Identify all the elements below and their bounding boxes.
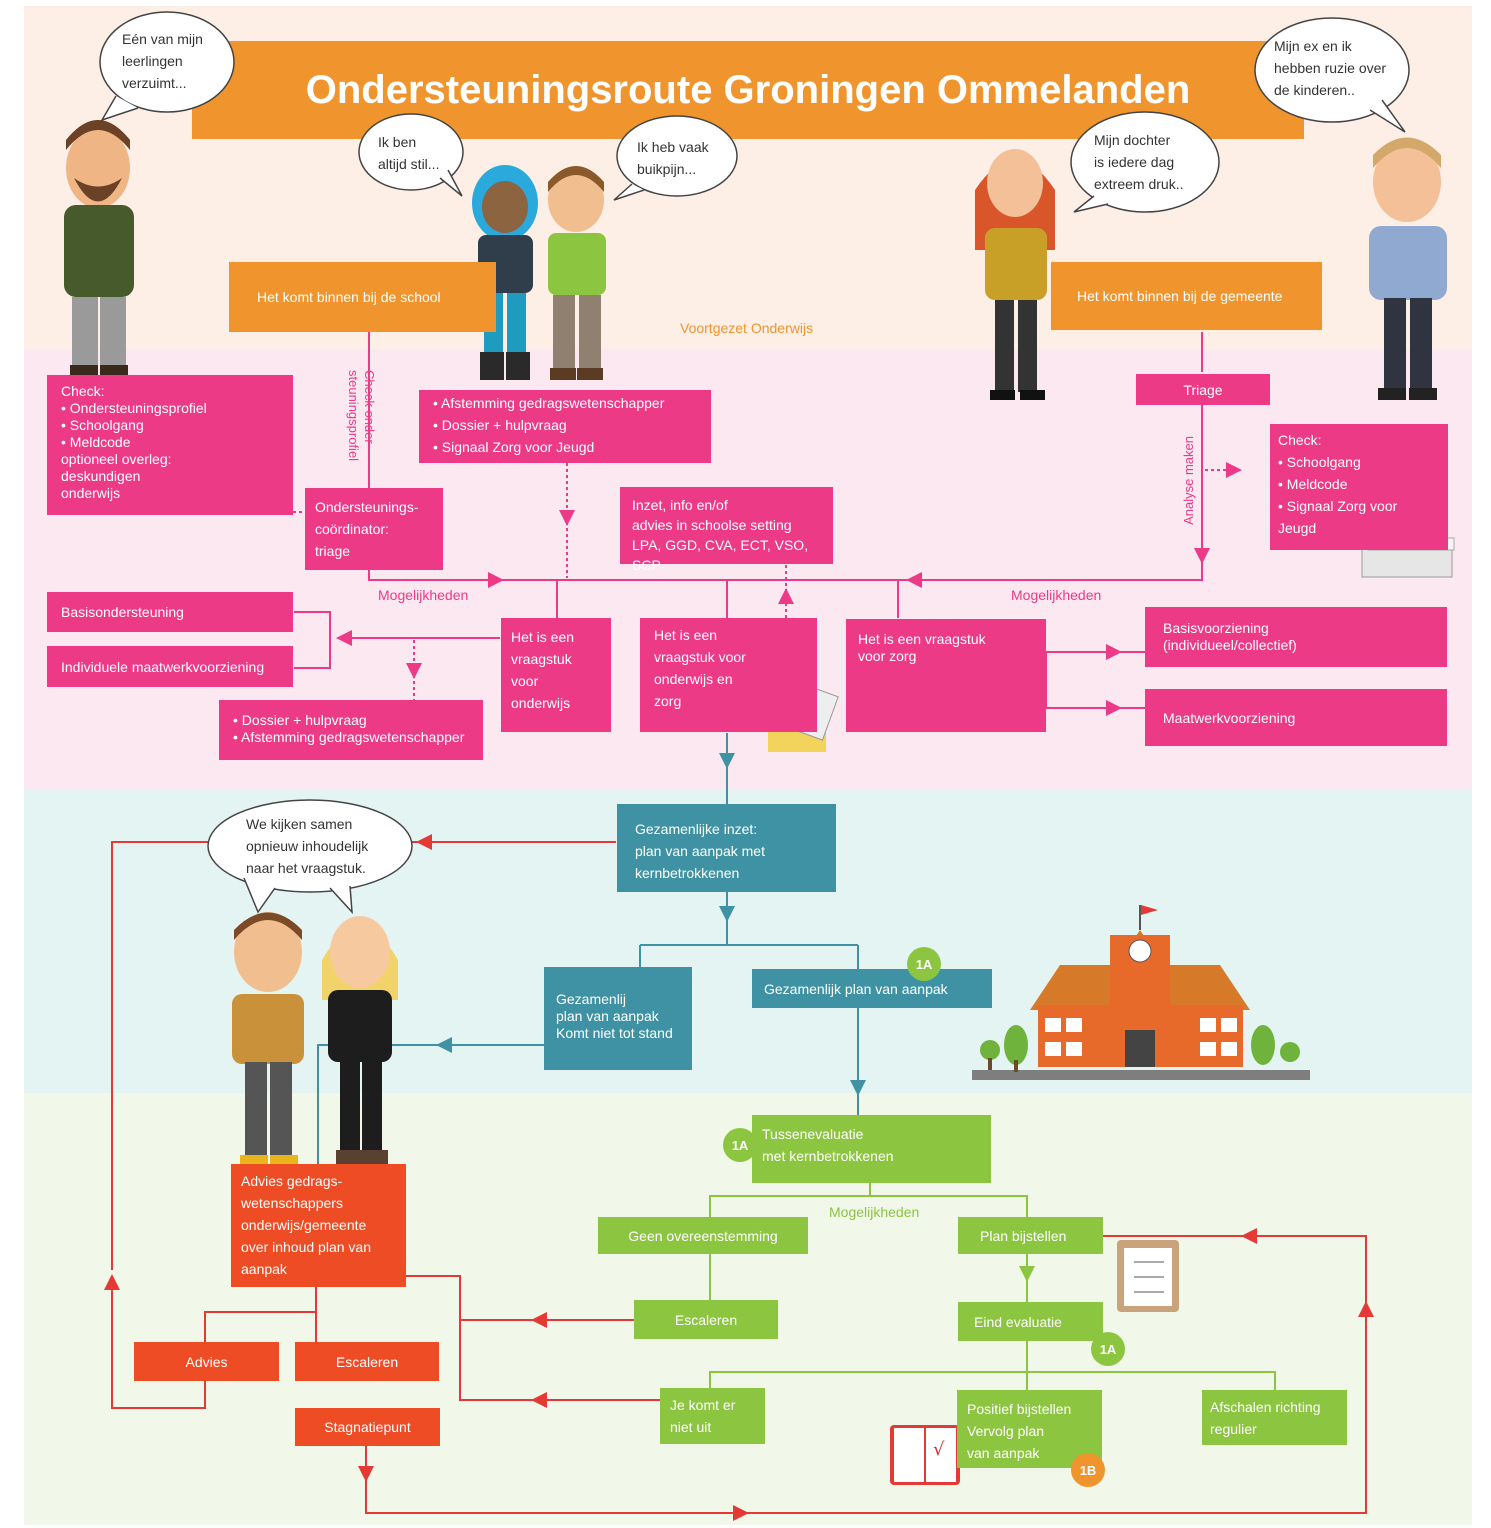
- check-school-box[interactable]: Check: • Ondersteuningsprofiel • Schoolg…: [47, 375, 293, 515]
- bubble-leerlingen: Eén van mijn leerlingen verzuimt...: [122, 31, 203, 91]
- mogelijkheden-left-label: Mogelijkheden: [378, 587, 469, 603]
- escaleren-red-box[interactable]: Escaleren: [295, 1342, 439, 1381]
- plan-bijstellen-box[interactable]: Plan bijstellen: [958, 1217, 1103, 1254]
- ondersteuningscoordinator-box[interactable]: Ondersteunings- coördinator: triage: [305, 488, 443, 570]
- mogelijkheden-green-label: Mogelijkheden: [829, 1204, 920, 1220]
- bubble-buikpijn: Ik heb vaak buikpijn...: [637, 139, 709, 177]
- advisers-figures: [232, 912, 398, 1169]
- triage-box[interactable]: Triage: [1136, 374, 1270, 405]
- bubble-samen: We kijken samen opnieuw inhoudelijk naar…: [246, 816, 369, 876]
- individuele-maatwerkvoorziening-box[interactable]: Individuele maatwerkvoorziening: [47, 646, 293, 687]
- check-gemeente-box[interactable]: Check: • Schoolgang • Meldcode • Signaal…: [1270, 424, 1448, 550]
- escaleren-green-box[interactable]: Escaleren: [634, 1300, 778, 1339]
- basisvoorziening-box[interactable]: Basisvoorziening (individueel/collectief…: [1145, 607, 1447, 667]
- eind-evaluatie-box[interactable]: Eind evaluatie: [958, 1302, 1103, 1341]
- clipboard-icon: [1117, 1240, 1179, 1312]
- gemeente-intake-box[interactable]: Het komt binnen bij de gemeente: [1051, 262, 1322, 330]
- gezamenlijke-inzet-box[interactable]: Gezamenlijke inzet: plan van aanpak met …: [617, 804, 836, 892]
- bubble-dochter: Mijn dochter is iedere dag extreem druk.…: [1094, 132, 1184, 192]
- inzet-schoolse-setting-box[interactable]: Inzet, info en/of advies in schoolse set…: [620, 487, 833, 573]
- boy-figure: [548, 166, 606, 380]
- badge-1a-eind: 1A: [1091, 1332, 1125, 1366]
- man-figure: [1369, 137, 1447, 400]
- woman-figure: [975, 149, 1055, 400]
- advies-box[interactable]: Advies: [134, 1342, 279, 1381]
- badge-1b: 1B: [1071, 1453, 1105, 1487]
- stagnatiepunt-box[interactable]: Stagnatiepunt: [295, 1408, 440, 1446]
- advies-gedragswetenschappers-box[interactable]: Advies gedrags- wetenschappers onderwijs…: [231, 1164, 406, 1287]
- vraagstuk-onderwijs-zorg-box[interactable]: Het is een vraagstuk voor onderwijs en z…: [640, 618, 817, 732]
- gezamenlijk-plan-box[interactable]: Gezamenlijk plan van aanpak: [752, 969, 992, 1008]
- voortgezet-onderwijs-label: Voortgezet Onderwijs: [680, 320, 814, 336]
- notebook-icon: √: [890, 1425, 960, 1485]
- je-komt-er-niet-uit-box[interactable]: Je komt er niet uit: [660, 1388, 765, 1444]
- analyse-maken-label: Analyse maken: [1181, 436, 1196, 525]
- bubble-ruzie: Mijn ex en ik hebben ruzie over de kinde…: [1274, 38, 1387, 98]
- teacher-figure: [64, 120, 134, 375]
- plan-niet-tot-stand-box[interactable]: Gezamenlij plan van aanpak Komt niet tot…: [544, 967, 692, 1070]
- bubble-stil: Ik ben altijd stil...: [378, 134, 440, 172]
- vraagstuk-onderwijs-box[interactable]: Het is een vraagstuk voor onderwijs: [501, 618, 611, 732]
- tussenevaluatie-box[interactable]: Tussenevaluatie met kernbetrokkenen: [752, 1115, 991, 1183]
- check-ondersteuningsprofiel-label: Check onder- steuningsprofiel: [346, 370, 377, 462]
- vraagstuk-zorg-box[interactable]: Het is een vraagstuk voor zorg: [846, 619, 1046, 732]
- badge-1a-tussen: 1A: [723, 1128, 757, 1162]
- geen-overeenstemming-box[interactable]: Geen overeenstemming: [598, 1217, 808, 1254]
- afstemming-box[interactable]: • Afstemming gedragswetenschapper • Doss…: [419, 390, 711, 463]
- maatwerkvoorziening-box[interactable]: Maatwerkvoorziening: [1145, 689, 1447, 746]
- badge-1a-plan: 1A: [907, 947, 941, 981]
- basisondersteuning-box[interactable]: Basisondersteuning: [47, 592, 293, 632]
- school-intake-box[interactable]: Het komt binnen bij de school: [229, 262, 496, 332]
- afschalen-box[interactable]: Afschalen richting regulier: [1202, 1390, 1347, 1445]
- mogelijkheden-right-label: Mogelijkheden: [1011, 587, 1102, 603]
- dossier-hulpvraag-box[interactable]: • Dossier + hulpvraag • Afstemming gedra…: [219, 700, 483, 760]
- svg-text:√: √: [933, 1439, 945, 1460]
